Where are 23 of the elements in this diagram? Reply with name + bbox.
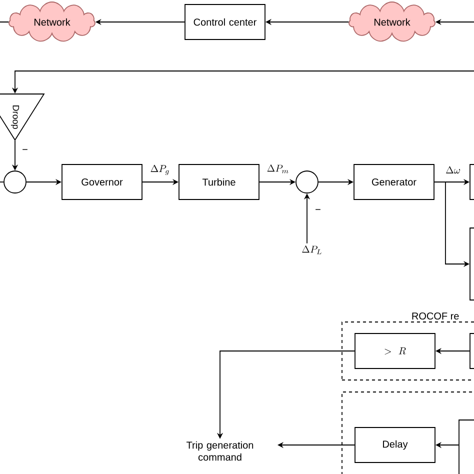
process-box: Control center — [184, 4, 266, 40]
summing-junction — [4, 170, 26, 194]
process-box — [470, 228, 474, 300]
node-label: ROCOF re — [412, 312, 459, 320]
process-box: Generator — [354, 164, 434, 200]
dashed-group — [342, 392, 474, 474]
output-label: Trip generation command — [186, 441, 254, 461]
process-box — [458, 420, 474, 474]
process-box: $> R$ — [354, 333, 436, 369]
process-box: Delay — [354, 427, 436, 463]
cloud: Network — [8, 2, 96, 42]
edge-label: $\Delta P_g$ — [149, 164, 171, 176]
process-box — [470, 164, 474, 200]
process-box: Turbine — [178, 164, 260, 200]
input-label: $\Delta P_L$ — [302, 246, 322, 254]
process-box: Governor — [62, 164, 142, 200]
summing-junction — [296, 170, 318, 194]
cloud: Network — [348, 2, 436, 42]
edge-label: $\Delta P_m$ — [266, 164, 290, 174]
process-box — [470, 333, 474, 369]
edge-label: − — [314, 208, 322, 214]
edge-label: $\Delta\omega$ — [444, 166, 462, 174]
edge-label: − — [21, 148, 29, 154]
